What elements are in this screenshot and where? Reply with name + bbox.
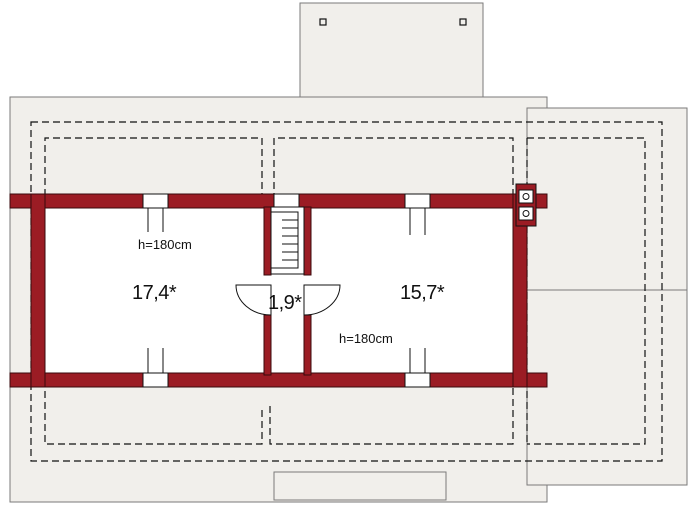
- staircase: [270, 206, 305, 275]
- chimney-flue-bottom: [518, 206, 534, 221]
- chimney-flue-top: [518, 189, 534, 204]
- wall-stair-left: [263, 206, 272, 276]
- window-bottom-right: [404, 372, 431, 388]
- window-top-left-reveal: [147, 208, 164, 232]
- room-area-left: 17,4*: [132, 282, 177, 304]
- room-area-right: 15,7*: [400, 282, 445, 304]
- window-stair: [273, 193, 300, 209]
- door-left-swing: [235, 284, 272, 316]
- chimney-flue-top-circle: [522, 193, 530, 200]
- wall-bath-left: [263, 314, 272, 376]
- window-top-left: [142, 193, 169, 209]
- wall-stair-right: [303, 206, 312, 276]
- window-top-right-reveal: [409, 208, 426, 235]
- window-bottom-left: [142, 372, 169, 388]
- wall-left: [30, 193, 46, 388]
- top-left-dashed-line: [44, 137, 263, 200]
- stair-box: [270, 206, 305, 275]
- top-right-dashed-line: [273, 137, 514, 200]
- garage-roof: [526, 107, 688, 486]
- doors: [235, 284, 341, 316]
- dormer-roof-bottom: [273, 471, 447, 501]
- wall-bottom: [9, 372, 548, 388]
- window-bottom-right-reveal: [409, 348, 426, 373]
- skylight-marker-right: [459, 18, 467, 26]
- bottom-right-dashed-line: [269, 380, 514, 445]
- stair-outline: [282, 211, 299, 269]
- window-top-right: [404, 193, 431, 209]
- roof-windows: [142, 193, 431, 388]
- wall-bath-right: [303, 314, 312, 376]
- door-right-swing: [303, 284, 341, 316]
- skylight-marker-left: [319, 18, 327, 26]
- bottom-left-dashed-line: [44, 380, 263, 445]
- stair-treads: [282, 219, 298, 261]
- window-bottom-left-reveal: [147, 348, 164, 373]
- room-area-middle: 1,9*: [268, 292, 302, 314]
- chimney-flue-bottom-circle: [522, 210, 530, 217]
- stair-landings: [271, 211, 282, 269]
- height-label-left: h=180cm: [138, 237, 192, 252]
- height-label-right: h=180cm: [339, 331, 393, 346]
- chimney: [515, 183, 537, 227]
- garage-dashed-line: [527, 137, 646, 445]
